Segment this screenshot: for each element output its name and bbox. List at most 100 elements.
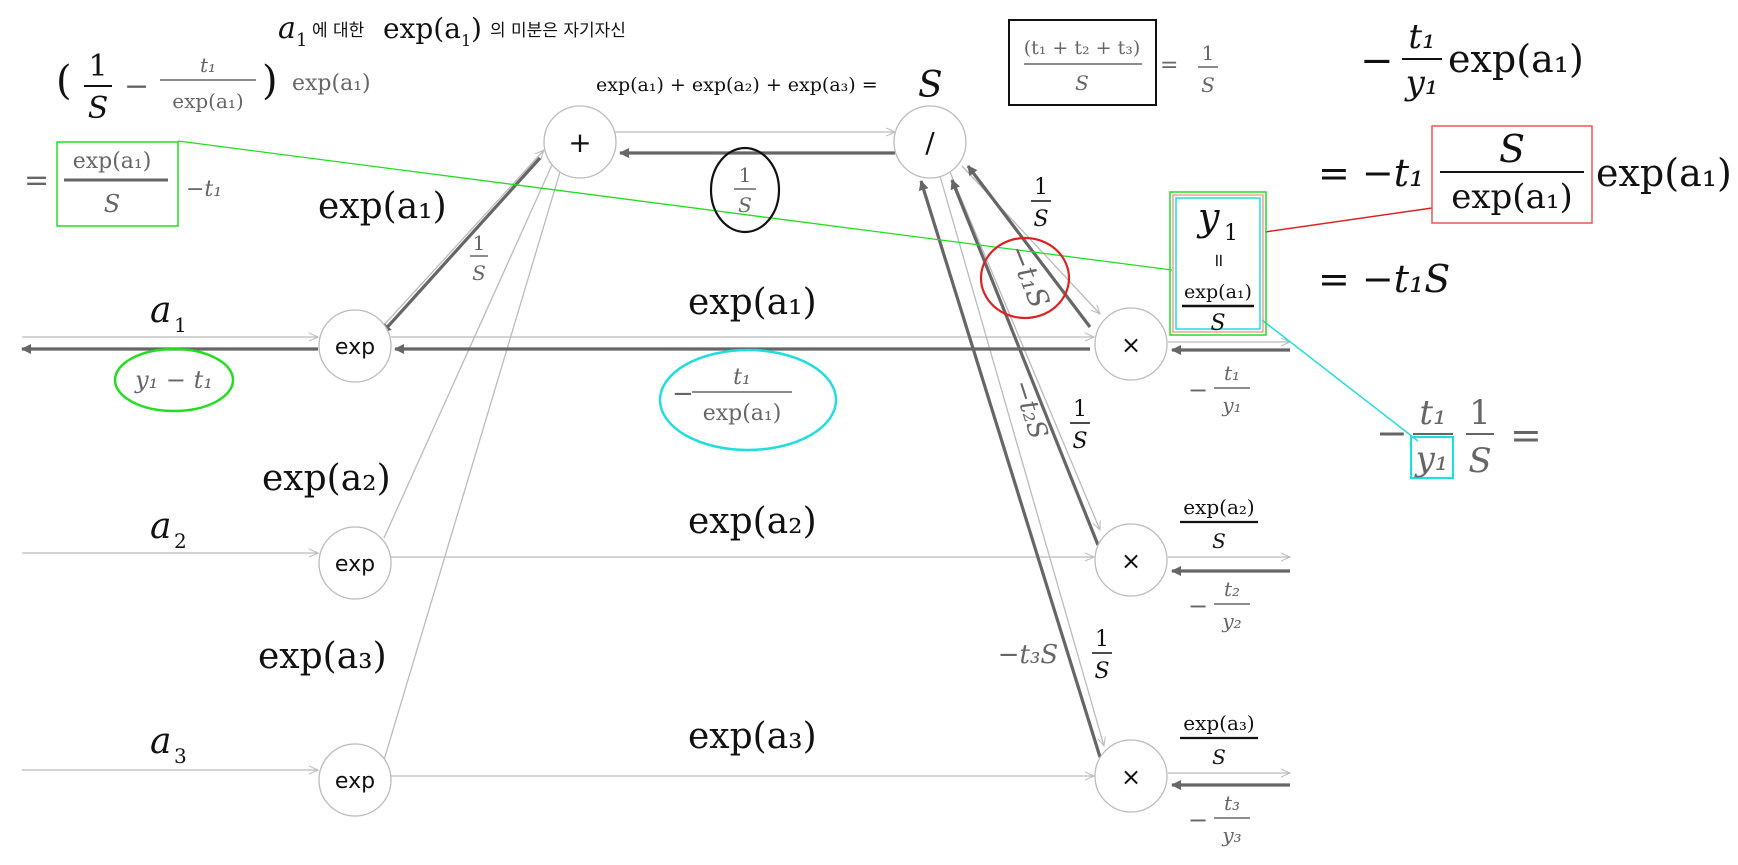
frac-num: exp(a₃) (1183, 711, 1254, 735)
y1-box-sub: 1 (1224, 221, 1238, 246)
frac-num: 1 (473, 231, 486, 255)
frac-den: y₂ (1221, 609, 1241, 633)
frac-den: S (1212, 529, 1226, 553)
sum-label: exp(a₁) + exp(a₂) + exp(a₃) = S (596, 65, 943, 106)
br-num2: 1 (1469, 393, 1491, 433)
node-exp3: exp (318, 743, 392, 817)
minus-sign: − (1188, 806, 1208, 834)
black-box (1008, 19, 1157, 106)
neg-t3-S: −t₃S (998, 640, 1058, 670)
frac-1-over-S-exp1: 1 S (470, 231, 488, 285)
input-labels: a 1 a 2 a 3 (150, 290, 187, 768)
node-divide: / (893, 105, 967, 179)
frac-den: exp(a₁) (703, 401, 782, 426)
y1-box-eq: ॥ (1213, 250, 1224, 271)
br-num: t₁ (1419, 393, 1446, 433)
r1-tail: exp(a₁) (1448, 37, 1584, 81)
out-exp-a3-over-S: exp(a₃) S (1180, 711, 1258, 769)
node-exp3-label: exp (335, 769, 375, 794)
paren-close: ) (262, 58, 278, 104)
left-exp-tail: exp(a₁) (292, 71, 371, 96)
frac-den: y₃ (1221, 823, 1241, 847)
green-ellipse (113, 347, 235, 413)
r1-den: y₁ (1404, 63, 1439, 103)
frac-exp-den: S (104, 190, 120, 218)
left-formula-line2: = exp(a₁) S −t₁ (24, 141, 222, 227)
frac-1-over-S-mul2: 1 S (1070, 397, 1090, 454)
input-a3: a (150, 721, 171, 762)
input-a3-sub: 3 (174, 744, 187, 768)
minus-sign: − (672, 379, 694, 409)
title-expr-sub: 1 (461, 31, 471, 50)
left-minus: − (124, 69, 149, 104)
frac-t1-den: exp(a₁) (172, 89, 243, 113)
right-formula: − t₁ y₁ exp(a₁) = −t₁ S exp(a₁) exp(a₁) … (1318, 17, 1732, 301)
red-box (1431, 125, 1593, 224)
edge-exp3-plus (383, 162, 563, 761)
frac-den: S (1094, 659, 1109, 684)
title-expr-close: ) (471, 12, 482, 45)
frac-num: 1 (1073, 397, 1087, 422)
node-plus: + (543, 105, 617, 179)
box-formula: (t₁ + t₂ + t₃) S = 1 S (1008, 19, 1218, 106)
y1-box: y 1 ॥ exp(a₁) S (1169, 191, 1267, 336)
node-mul1: × (1094, 307, 1168, 381)
paren-open: ( (56, 58, 72, 104)
input-a2: a (150, 506, 171, 547)
frac-1-over-S-mul1: 1 S (1031, 175, 1051, 232)
node-exp1-label: exp (335, 335, 375, 360)
neg-t1-S: −t₁S (1001, 240, 1056, 313)
frac-num: t₂ (1224, 577, 1240, 601)
input-a1-sub: 1 (174, 313, 187, 337)
r2-tail: exp(a₁) (1596, 151, 1732, 195)
frac-den: y₁ (1221, 393, 1241, 417)
frac-num: 1 (739, 163, 752, 187)
cyan-box (1409, 435, 1455, 480)
back-mul3-divide (918, 180, 1102, 758)
exp-label-a2-mid: exp(a₂) (688, 501, 817, 542)
br-den2: S (1468, 441, 1491, 481)
node-exp2-label: exp (335, 552, 375, 577)
exp-labels: exp(a₁) exp(a₂) exp(a₃) exp(a₁) exp(a₂) … (258, 186, 817, 757)
box-rhs-den: S (1201, 73, 1215, 97)
red-ellipse (979, 236, 1071, 320)
sum-label-S: S (918, 65, 943, 106)
red-connector (1264, 207, 1433, 233)
node-divide-label: / (925, 126, 935, 159)
br-minus: − (1376, 411, 1408, 455)
node-mul3: × (1094, 739, 1168, 813)
y1-box-y: y (1196, 195, 1220, 239)
title-var-sub: 1 (296, 30, 307, 51)
out-neg-t1-y1: − t₁ y₁ (1188, 361, 1250, 417)
neg-t2-S: −t₂S (1006, 376, 1053, 443)
back-mul1-divide (966, 165, 1092, 328)
node-mul3-label: × (1121, 763, 1141, 791)
box-num: (t₁ + t₂ + t₃) (1024, 37, 1141, 59)
frac-1-over-S-mul3: 1 S (1092, 627, 1112, 684)
frac-num: t₁ (1224, 361, 1240, 385)
edge-divide-mul3 (939, 175, 1104, 746)
frac-num: exp(a₂) (1183, 495, 1254, 519)
r2-den: exp(a₁) (1451, 177, 1573, 217)
title-var: a (278, 11, 296, 46)
frac-t1-num: t₁ (200, 53, 216, 77)
title: a 1 에 대한 exp(a 1 ) 의 미분은 자기자신 (278, 11, 626, 51)
left-formula: ( 1 S − t₁ exp(a₁) ) exp(a₁) (56, 49, 371, 126)
frac-den: S (1072, 429, 1087, 454)
exp-label-a1-mid: exp(a₁) (688, 282, 817, 323)
bottom-right-formula: − t₁ y₁ 1 S = (1376, 393, 1542, 481)
y1-minus-t1: y₁ − t₁ (134, 366, 213, 394)
out-neg-t2-y2: − t₂ y₂ (1188, 577, 1250, 633)
edge-exp2-plus (383, 156, 557, 539)
node-exp2: exp (318, 526, 392, 600)
frac-den: S (738, 193, 752, 217)
black-ellipse (709, 146, 781, 234)
br-eq: = (1510, 413, 1542, 457)
edge-divide-mul2 (949, 171, 1100, 530)
edge-exp1-plus (383, 150, 544, 326)
r2-num: S (1499, 127, 1525, 171)
frac-one-den: S (88, 91, 109, 126)
minus-sign: − (1188, 592, 1208, 620)
node-mul1-label: × (1121, 331, 1141, 359)
